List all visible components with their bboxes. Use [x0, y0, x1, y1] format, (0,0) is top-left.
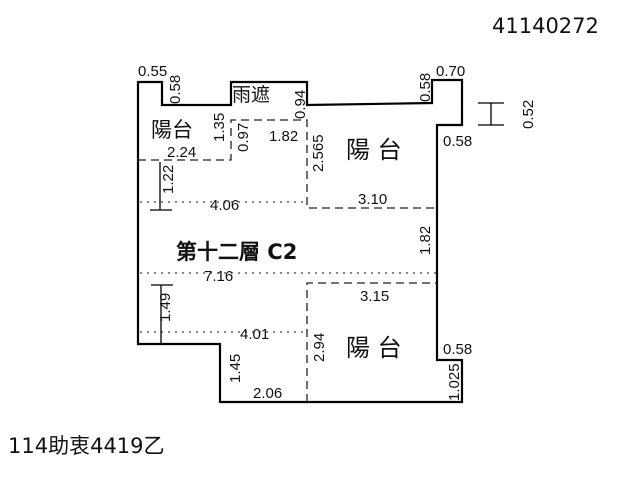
- dim-1.45: 1.45: [227, 354, 244, 383]
- dim-tick-1.49: [151, 284, 173, 344]
- dim-0.58-right: 0.58: [417, 73, 434, 102]
- balcony-bottom-boundary: [306, 282, 437, 402]
- dim-7.16: 7.16: [204, 268, 233, 285]
- document-id: 41140272: [492, 14, 599, 38]
- floor-label: 第十二層 C2: [176, 240, 297, 264]
- dim-4.06: 4.06: [210, 197, 239, 214]
- room-canopy: 雨遮: [232, 84, 270, 106]
- dim-0.55: 0.55: [138, 63, 167, 80]
- dim-tick-1.22: [150, 162, 172, 211]
- dim-3.15: 3.15: [360, 288, 389, 305]
- dim-2.565: 2.565: [310, 134, 327, 172]
- dim-0.70: 0.70: [436, 63, 465, 80]
- balcony-top-boundary: [138, 119, 437, 209]
- dim-1.35: 1.35: [211, 113, 228, 142]
- dim-3.10: 3.10: [358, 191, 387, 208]
- dim-1.82-canopy: 1.82: [269, 128, 298, 145]
- dim-2.06: 2.06: [253, 385, 282, 402]
- symbol-marker: [478, 102, 504, 126]
- dim-2.94: 2.94: [311, 333, 328, 362]
- outer-wall: [136, 78, 464, 404]
- dim-1.025: 1.025: [446, 363, 463, 401]
- room-balcony-top-right: 陽 台: [346, 136, 402, 164]
- dim-0.97: 0.97: [235, 123, 252, 152]
- dim-4.01: 4.01: [240, 326, 269, 343]
- room-balcony-top-left: 陽台: [151, 118, 193, 142]
- room-balcony-bottom-right: 陽 台: [346, 334, 402, 362]
- dim-0.94: 0.94: [292, 90, 309, 119]
- dim-2.24: 2.24: [167, 144, 196, 161]
- dim-0.58-notch: 0.58: [443, 133, 472, 150]
- dim-1.49: 1.49: [157, 293, 174, 322]
- dim-1.22: 1.22: [160, 165, 177, 194]
- dim-1.82-right: 1.82: [417, 226, 434, 255]
- dim-0.58-left: 0.58: [167, 75, 184, 104]
- footer-code: 114助衷4419乙: [8, 434, 165, 458]
- dim-0.52: 0.52: [520, 100, 537, 129]
- dim-0.58-lower: 0.58: [443, 341, 472, 358]
